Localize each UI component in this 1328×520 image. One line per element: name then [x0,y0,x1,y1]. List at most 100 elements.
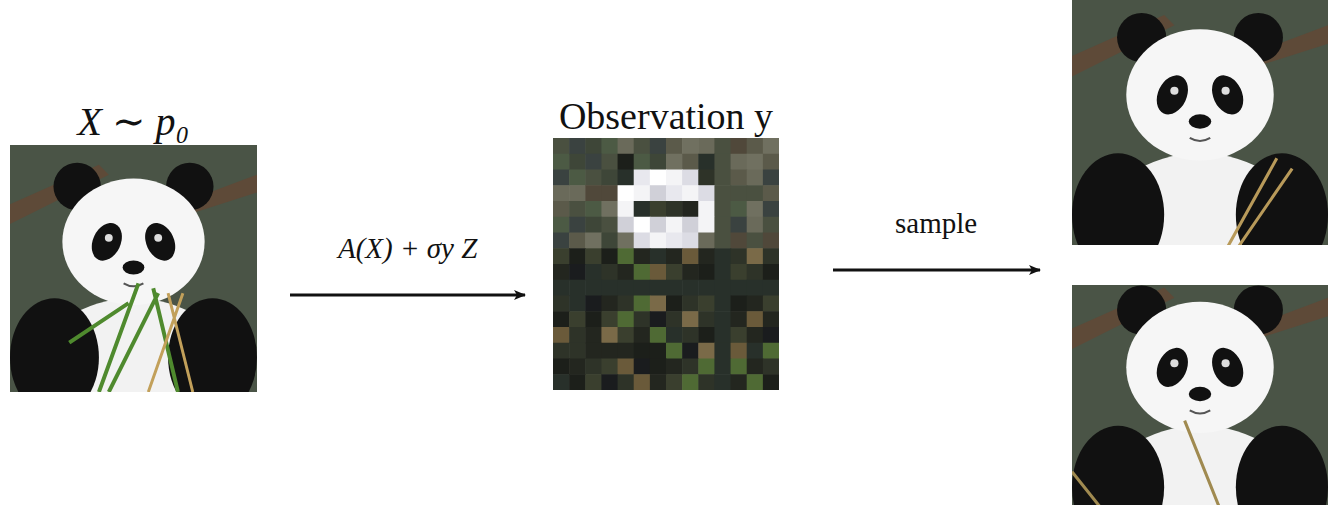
bamboo [1072,421,1226,505]
pixel [634,280,651,296]
pixel [731,264,748,280]
pixel [618,217,635,233]
observation-image [553,138,779,390]
pixel [763,248,779,264]
pixel [763,296,779,312]
pixel [714,185,731,201]
pixel [666,280,683,296]
pixel [747,374,764,390]
pixel [553,233,570,249]
pixel [634,201,651,217]
pixel [682,264,699,280]
pixel [698,264,715,280]
pixel [731,138,748,154]
pixel [714,343,731,359]
pixel [553,311,570,327]
pixel [634,217,651,233]
pixel [666,296,683,312]
pixel [698,327,715,343]
pixel [634,185,651,201]
pixel [553,154,570,170]
pixel [666,201,683,217]
pixel [763,311,779,327]
pixel [650,217,667,233]
pixel [634,327,651,343]
pixel [634,233,651,249]
pixel [714,280,731,296]
pixel [747,138,764,154]
pixel [650,154,667,170]
pixel [569,374,586,390]
pixel [601,374,618,390]
pixel [747,248,764,264]
pixel [585,296,602,312]
pixel [650,343,667,359]
pixel [650,233,667,249]
image-heading: Observation y [553,40,779,138]
pixel [634,374,651,390]
pixel [763,170,779,186]
pixel [601,343,618,359]
pixel [634,248,651,264]
pixel [682,374,699,390]
pixel [601,296,618,312]
pixel [682,296,699,312]
pixel [601,138,618,154]
sample-arrow [833,269,1040,272]
pixel [601,233,618,249]
pixel [731,217,748,233]
pixel [731,170,748,186]
input-image [10,145,257,392]
pixel [666,217,683,233]
pixel [698,154,715,170]
pixel [650,296,667,312]
pixel [585,185,602,201]
pixel [569,201,586,217]
pixel [714,264,731,280]
pixel [618,233,635,249]
pixel [569,233,586,249]
pixel [714,296,731,312]
pixel [747,154,764,170]
pixel [698,170,715,186]
pixel [585,217,602,233]
pixel [666,327,683,343]
pixel [682,233,699,249]
pixel [569,311,586,327]
pixel [569,248,586,264]
pixel [682,185,699,201]
pixel [747,201,764,217]
pixel [553,359,570,375]
pixel [714,138,731,154]
pixel [747,233,764,249]
pixel [569,296,586,312]
edge-label: A(X) + σy Z [338,232,477,265]
image-heading: X ∼ p₀ [10,40,257,145]
pixel [553,296,570,312]
pixel [682,280,699,296]
pixel [650,327,667,343]
image-node: Observation y [553,40,779,390]
pixel [618,280,635,296]
pixel [634,138,651,154]
pixel [682,248,699,264]
pixel [747,343,764,359]
pixel [618,248,635,264]
pixel [747,217,764,233]
pixel [698,233,715,249]
pixel [618,359,635,375]
pixel [618,170,635,186]
pixel [763,264,779,280]
pixel [569,154,586,170]
pixel [650,185,667,201]
pixel [731,343,748,359]
pixel [698,359,715,375]
pixel [666,343,683,359]
pixel [682,170,699,186]
pixel [731,280,748,296]
pixel [650,248,667,264]
pixel [698,217,715,233]
pixel [763,343,779,359]
pixel [553,343,570,359]
pixel [569,138,586,154]
